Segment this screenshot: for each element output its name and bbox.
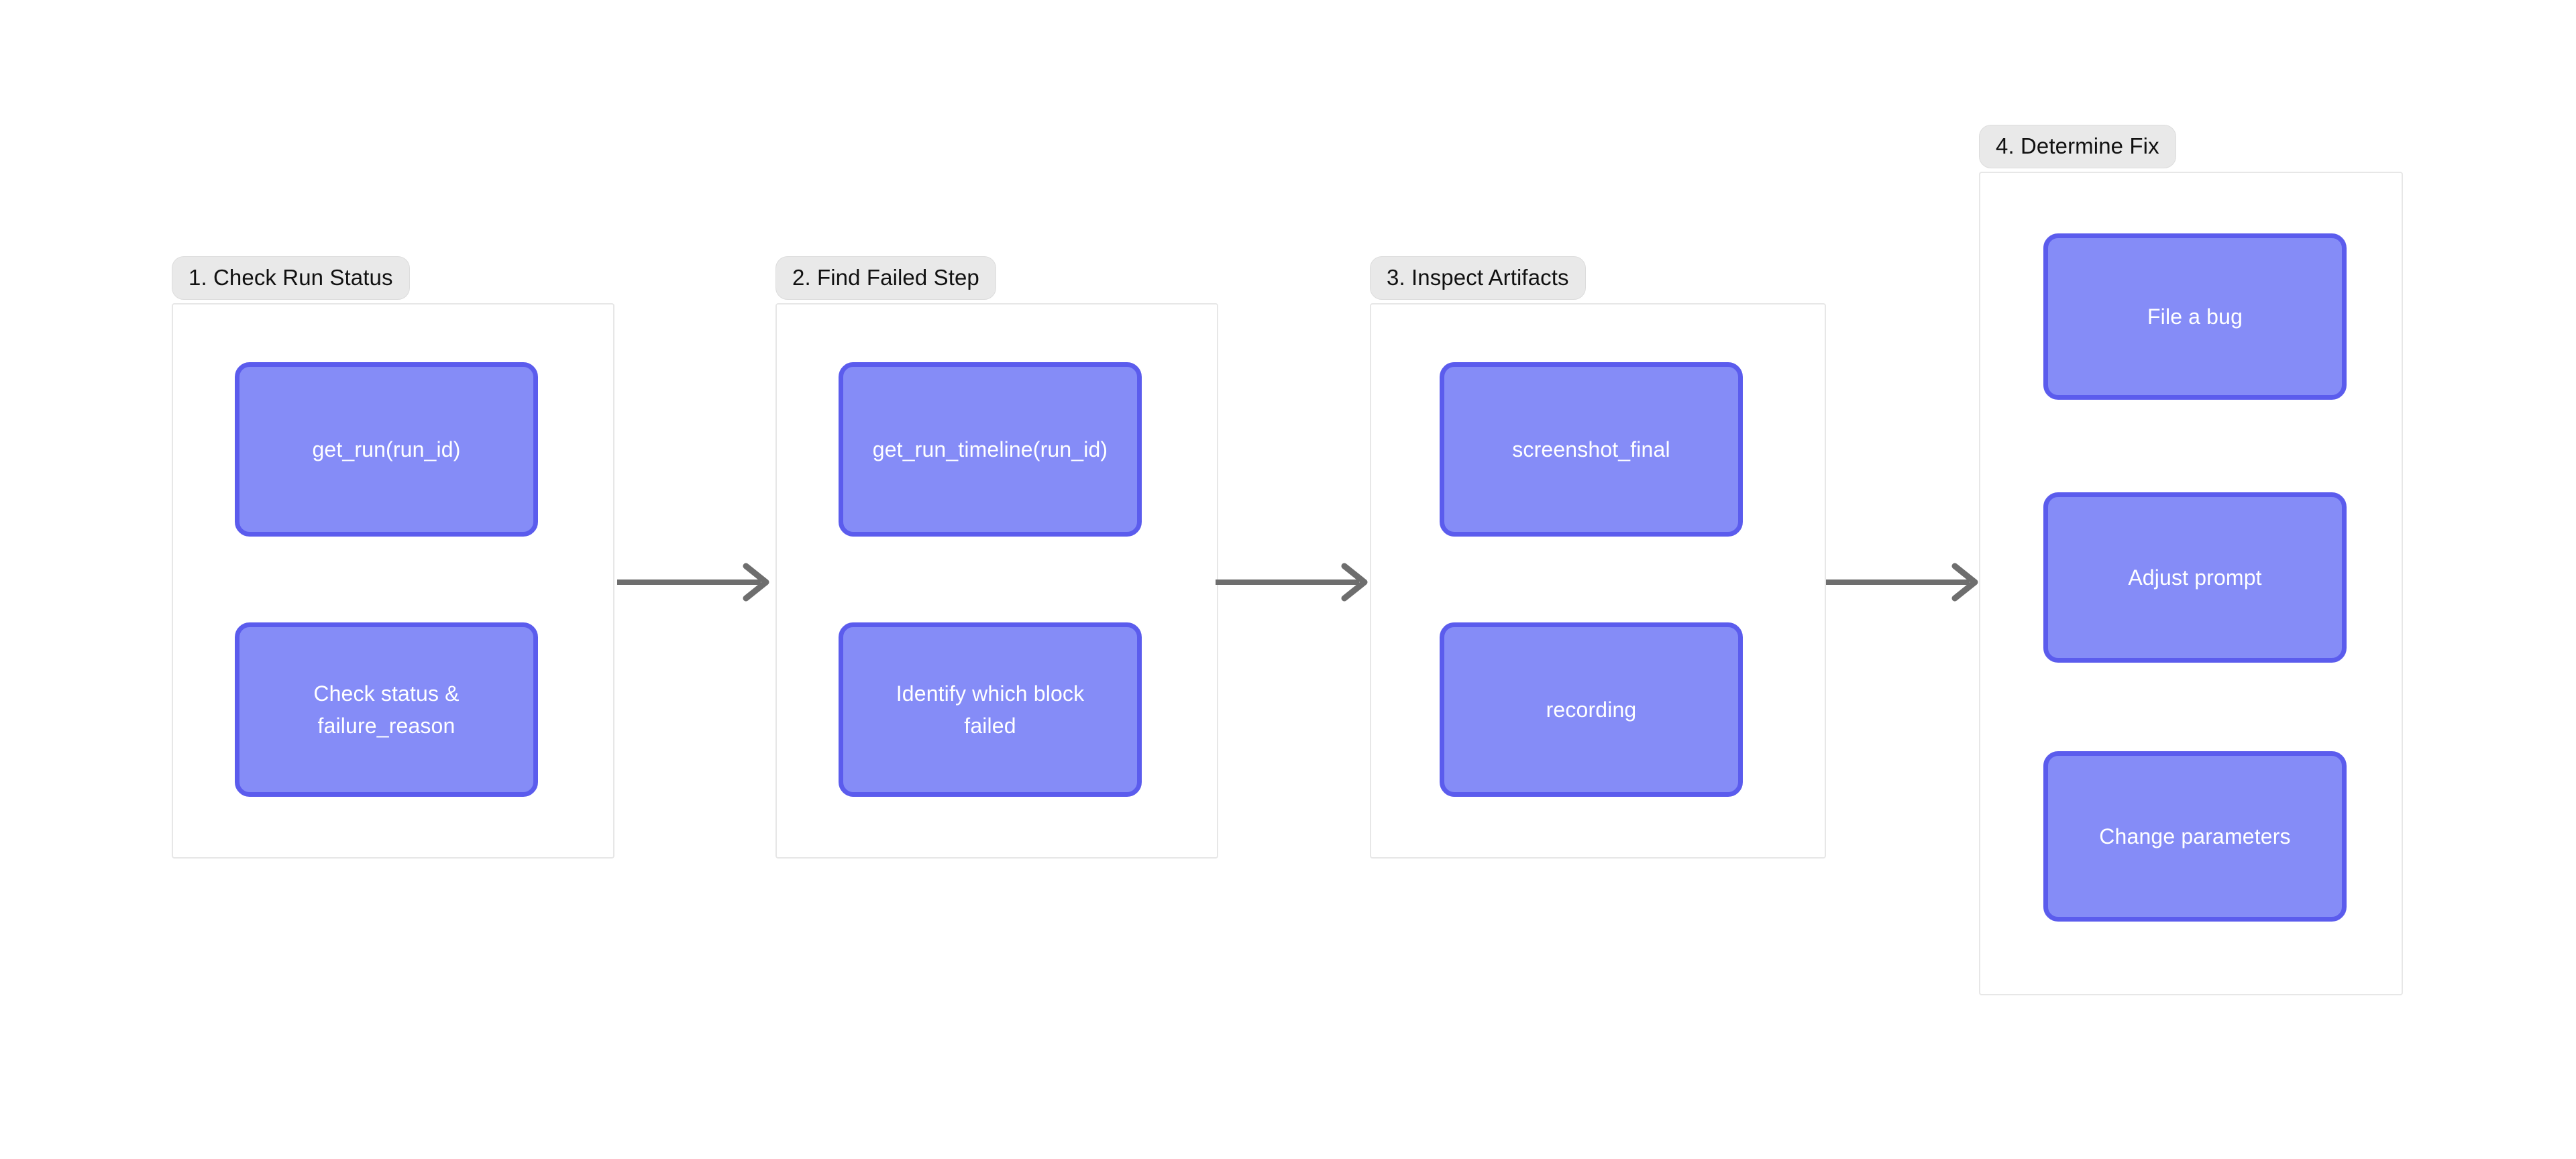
node-label: Change parameters	[2099, 824, 2291, 848]
group-label-1: 1. Check Run Status	[172, 256, 410, 300]
group-label-3: 3. Inspect Artifacts	[1370, 256, 1586, 300]
node-label: File a bug	[2147, 305, 2243, 329]
node-change-parameters[interactable]: Change parameters	[2043, 751, 2347, 922]
connector-arrow-3	[1826, 562, 1980, 602]
connector-arrow-2	[1216, 562, 1370, 602]
group-label-2: 2. Find Failed Step	[775, 256, 996, 300]
node-recording[interactable]: recording	[1440, 622, 1743, 797]
node-label: Check status & failure_reason	[313, 681, 460, 738]
node-get-run[interactable]: get_run(run_id)	[235, 362, 538, 537]
node-file-a-bug[interactable]: File a bug	[2043, 233, 2347, 400]
node-adjust-prompt[interactable]: Adjust prompt	[2043, 492, 2347, 663]
node-label: screenshot_final	[1512, 437, 1670, 461]
node-check-status-failure-reason[interactable]: Check status & failure_reason	[235, 622, 538, 797]
node-label: get_run_timeline(run_id)	[872, 437, 1108, 461]
node-get-run-timeline[interactable]: get_run_timeline(run_id)	[839, 362, 1142, 537]
node-identify-which-block-failed[interactable]: Identify which block failed	[839, 622, 1142, 797]
node-screenshot-final[interactable]: screenshot_final	[1440, 362, 1743, 537]
node-label: recording	[1546, 698, 1637, 722]
node-label: Adjust prompt	[2128, 565, 2262, 590]
connector-arrow-1	[617, 562, 771, 602]
node-label: get_run(run_id)	[312, 437, 461, 461]
group-label-4: 4. Determine Fix	[1979, 125, 2176, 168]
node-label: Identify which block failed	[896, 681, 1085, 738]
